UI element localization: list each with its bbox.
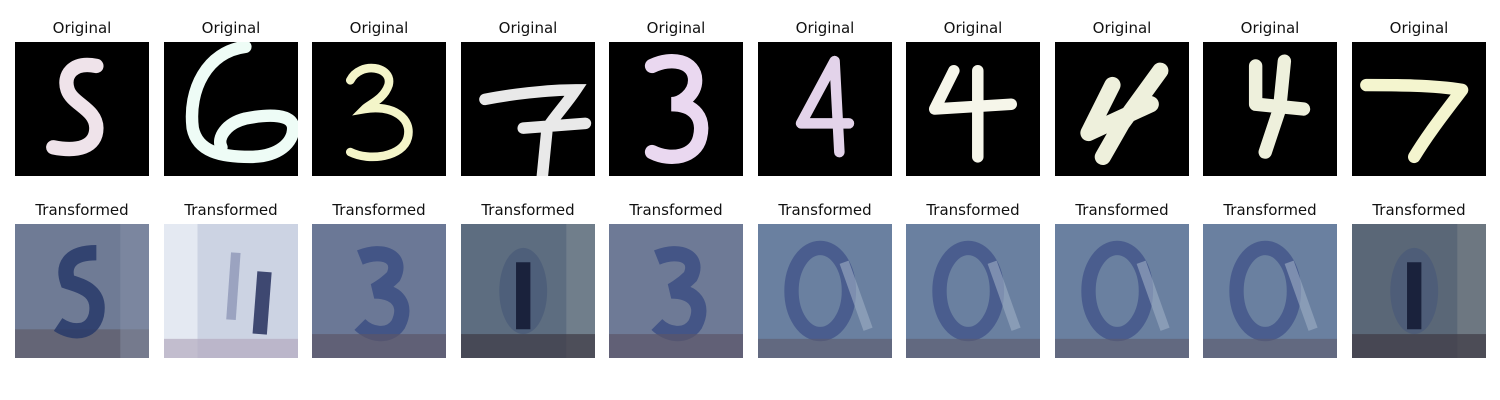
blurred-digit-image [906, 224, 1040, 358]
transformed-panel: Transformed [461, 198, 595, 358]
panel-title: Original [498, 19, 558, 37]
digit-4-image [906, 42, 1040, 176]
original-panel: Original [906, 16, 1040, 176]
panel-title: Transformed [481, 201, 575, 219]
blurred-digit-image [1203, 224, 1337, 358]
transformed-image [461, 224, 595, 358]
transformed-panel: Transformed [758, 198, 892, 358]
original-panel: Original [1203, 16, 1337, 176]
original-digit-image [1055, 42, 1189, 176]
transformed-panel: Transformed [906, 198, 1040, 358]
digit-7-image [1352, 42, 1486, 176]
panel-title: Original [943, 19, 1003, 37]
transformed-image [1352, 224, 1486, 358]
digit-3-image [312, 42, 446, 176]
transformed-image [15, 224, 149, 358]
panel-title: Transformed [629, 201, 723, 219]
transformed-panel: Transformed [164, 198, 298, 358]
transformed-panel: Transformed [1203, 198, 1337, 358]
transformed-panel: Transformed [1055, 198, 1189, 358]
original-panel: Original [461, 16, 595, 176]
transformed-image [906, 224, 1040, 358]
digit-3-image [609, 42, 743, 176]
panel-title: Transformed [778, 201, 872, 219]
blurred-digit-image [609, 224, 743, 358]
original-panel: Original [758, 16, 892, 176]
original-digit-image [312, 42, 446, 176]
original-panel: Original [609, 16, 743, 176]
panel-title: Original [52, 19, 112, 37]
panel-title: Original [201, 19, 261, 37]
digit-4-image [1203, 42, 1337, 176]
original-digit-image [15, 42, 149, 176]
digit-7-image [461, 42, 595, 176]
digit-4-image [1055, 42, 1189, 176]
transformed-image [758, 224, 892, 358]
original-panel: Original [1055, 16, 1189, 176]
blurred-digit-image [758, 224, 892, 358]
original-digit-image [164, 42, 298, 176]
blurred-digit-image [1055, 224, 1189, 358]
blurred-digit-image [15, 224, 149, 358]
transformed-row: Transformed Transformed Transformed [0, 198, 1500, 358]
blurred-digit-image [1352, 224, 1486, 358]
original-panel: Original [164, 16, 298, 176]
panel-title: Original [349, 19, 409, 37]
panel-title: Original [1240, 19, 1300, 37]
original-digit-image [461, 42, 595, 176]
transformed-image [609, 224, 743, 358]
blurred-digit-image [461, 224, 595, 358]
transformed-panel: Transformed [609, 198, 743, 358]
original-panel: Original [312, 16, 446, 176]
original-panel: Original [1352, 16, 1486, 176]
transformed-panel: Transformed [312, 198, 446, 358]
panel-title: Transformed [35, 201, 129, 219]
original-row: Original Original Original Original [0, 16, 1500, 176]
panel-title: Original [646, 19, 706, 37]
original-digit-image [609, 42, 743, 176]
panel-title: Original [1092, 19, 1152, 37]
transformed-image [1055, 224, 1189, 358]
panel-title: Transformed [1075, 201, 1169, 219]
transformed-image [1203, 224, 1337, 358]
original-digit-image [1203, 42, 1337, 176]
digit-5-image [15, 42, 149, 176]
panel-title: Transformed [332, 201, 426, 219]
blurred-digit-image [312, 224, 446, 358]
panel-title: Original [795, 19, 855, 37]
panel-title: Transformed [1223, 201, 1317, 219]
transformed-panel: Transformed [15, 198, 149, 358]
original-digit-image [1352, 42, 1486, 176]
transformed-image [312, 224, 446, 358]
transformed-panel: Transformed [1352, 198, 1486, 358]
original-digit-image [758, 42, 892, 176]
blurred-digit-image [164, 224, 298, 358]
original-panel: Original [15, 16, 149, 176]
panel-title: Transformed [926, 201, 1020, 219]
panel-title: Transformed [184, 201, 278, 219]
digit-6-image [164, 42, 298, 176]
transformed-image [164, 224, 298, 358]
digit-4-image [758, 42, 892, 176]
panel-title: Original [1389, 19, 1449, 37]
panel-title: Transformed [1372, 201, 1466, 219]
original-digit-image [906, 42, 1040, 176]
